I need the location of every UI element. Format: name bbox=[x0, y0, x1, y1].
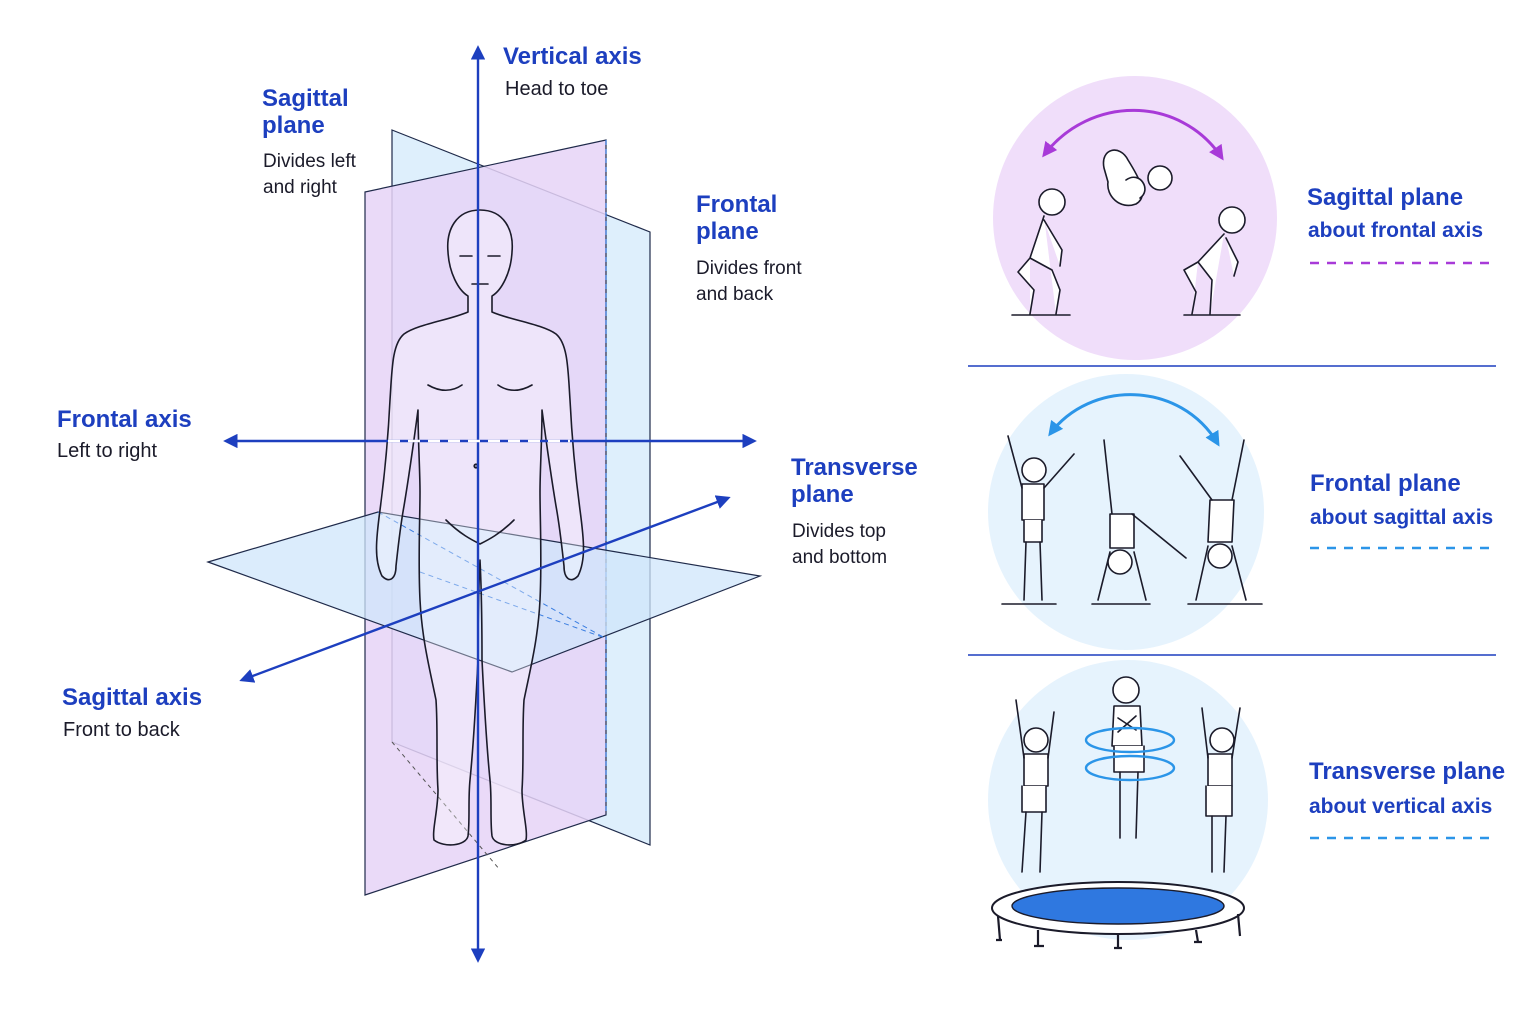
transverse-plane-desc: Divides top and bottom bbox=[792, 521, 888, 568]
sagittal-axis-desc: Front to back bbox=[63, 719, 180, 741]
cartwheel-figures bbox=[988, 374, 1490, 650]
frontal-plane-desc: Divides front and back bbox=[696, 258, 802, 305]
sagittal-axis-line bbox=[239, 495, 731, 683]
example-1-axis: about frontal axis bbox=[1308, 219, 1484, 242]
sagittal-plane-title: Sagittal plane bbox=[262, 85, 349, 139]
example-3-plane: Transverse plane bbox=[1309, 758, 1506, 785]
frontal-axis-title: Frontal axis bbox=[57, 406, 192, 433]
trampoline-twist-figures bbox=[988, 660, 1490, 950]
trampoline-icon bbox=[991, 881, 1245, 950]
vertical-axis-desc: Head to toe bbox=[505, 78, 609, 100]
example-1-plane: Sagittal plane bbox=[1307, 184, 1464, 211]
example-2-axis: about sagittal axis bbox=[1310, 506, 1494, 529]
example-2-plane: Frontal plane bbox=[1310, 470, 1461, 497]
sagittal-axis-title: Sagittal axis bbox=[62, 684, 203, 711]
frontal-plane-title: Frontal plane bbox=[696, 191, 778, 245]
vertical-axis-title: Vertical axis bbox=[503, 43, 642, 70]
sagittal-plane-desc: Divides left and right bbox=[263, 151, 356, 198]
frontal-axis-desc: Left to right bbox=[57, 440, 158, 462]
somersault-figures bbox=[993, 76, 1490, 360]
transverse-plane-title: Transverse plane bbox=[791, 454, 918, 508]
example-3-axis: about vertical axis bbox=[1309, 795, 1493, 818]
